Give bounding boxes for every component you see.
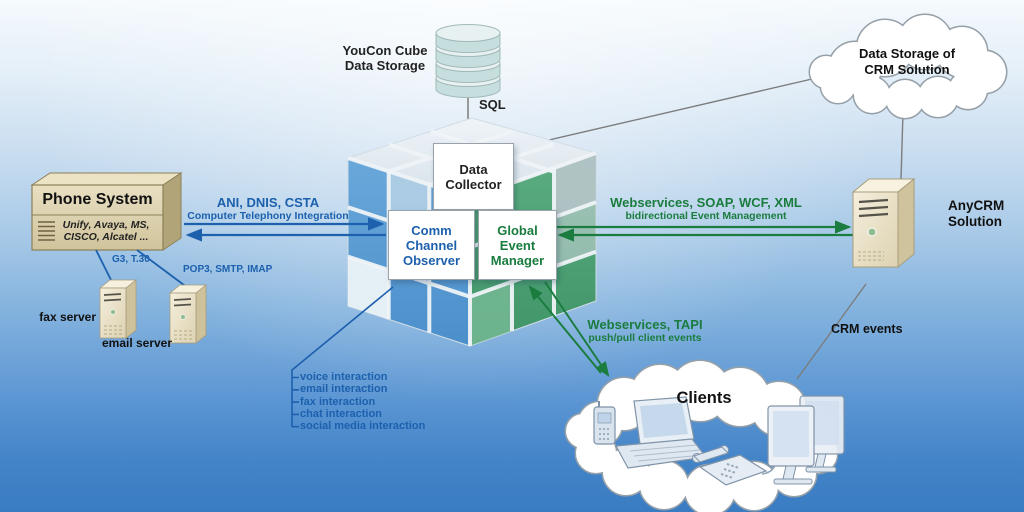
link-subtitle: Computer Telephony Integration [187,210,349,222]
tapi-arrow-down [544,281,610,377]
label-line: YouCon Cube [342,43,428,58]
interaction-list-item: voice interaction [300,371,388,383]
monitors-icon [767,395,845,485]
label-line: Comm [411,222,452,238]
data-collector-box: Data Collector [433,143,514,210]
webservices-arrows [557,220,853,242]
youcon-storage-label: YouCon Cube Data Storage [335,43,435,73]
label-line: Manager [490,252,545,268]
laptop-icon [615,396,708,469]
label-line: Global [497,222,538,238]
anycrm-server-icon [851,177,916,269]
phone-system-vendors: Unify, Avaya, MS, CISCO, Alcatel ... [52,219,160,243]
label-line: Observer [402,252,461,268]
phone-lines-icon [38,221,55,241]
label-line: Event [499,237,536,253]
global-event-manager-box: Global Event Manager [478,210,557,280]
link-title: ANI, DNIS, CSTA [216,195,320,210]
anycrm-server-label: AnyCRM Solution [948,198,1004,230]
email-server-icon [169,284,207,344]
interaction-list-item: social media interaction [300,420,426,433]
interaction-list: voice interaction email interaction fax … [300,371,425,432]
mobile-phone-icon [593,401,616,445]
fax-server-label: fax server [39,310,96,324]
phone-system-box [30,172,183,251]
pop3-protocol-label: POP3, SMTP, IMAP [183,264,273,275]
fax-server-icon [99,279,137,339]
label-line: CISCO, Alcatel ... [63,231,149,243]
email-server-label: email server [101,336,173,350]
tapi-link-label: Webservices, TAPI push/pull client event… [580,317,710,344]
interaction-list-item: email interaction [300,383,388,396]
link-subtitle: bidirectional Event Management [625,210,787,222]
desk-phone-icon [692,445,777,486]
crm-events-line [796,283,867,380]
crm-events-label: CRM events [831,322,903,336]
interaction-list-item: fax interaction [300,395,376,408]
label-line: Channel [405,237,458,253]
sql-label: SQL [479,97,506,112]
g3-protocol-label: G3, T.30 [112,254,150,265]
phone-system-title: Phone System [42,191,153,208]
label-line: Data [459,161,488,177]
label-line: Solution [948,214,1002,229]
label-line: Data Storage of [858,46,956,61]
interaction-bracket [291,286,394,428]
tapi-arrow-up [528,285,602,374]
label-line: Collector [445,176,502,192]
cti-arrows [184,217,386,242]
interaction-list-item: chat interaction [300,407,382,420]
crm-cloud-to-server-line [900,111,904,181]
comm-channel-observer-box: Comm Channel Observer [388,210,475,280]
label-line: AnyCRM [948,198,1005,213]
database-cylinder-icon [435,24,501,98]
cti-link-label: ANI, DNIS, CSTA Computer Telephony Integ… [178,195,358,222]
link-title: Webservices, SOAP, WCF, XML [610,195,802,210]
link-subtitle: push/pull client events [588,332,702,344]
crm-storage-cloud-label: Data Storage of CRM Solution [843,46,971,78]
label-line: Data Storage [344,58,426,73]
cube-to-crm-cloud-line [522,78,813,147]
tapi-arrows [528,281,610,377]
webservices-link-label: Webservices, SOAP, WCF, XML bidirectiona… [600,195,812,222]
label-line: CRM Solution [864,62,950,77]
clients-cloud-title: Clients [676,389,732,407]
label-line: Unify, Avaya, MS, [62,219,150,231]
link-title: Webservices, TAPI [587,317,703,332]
